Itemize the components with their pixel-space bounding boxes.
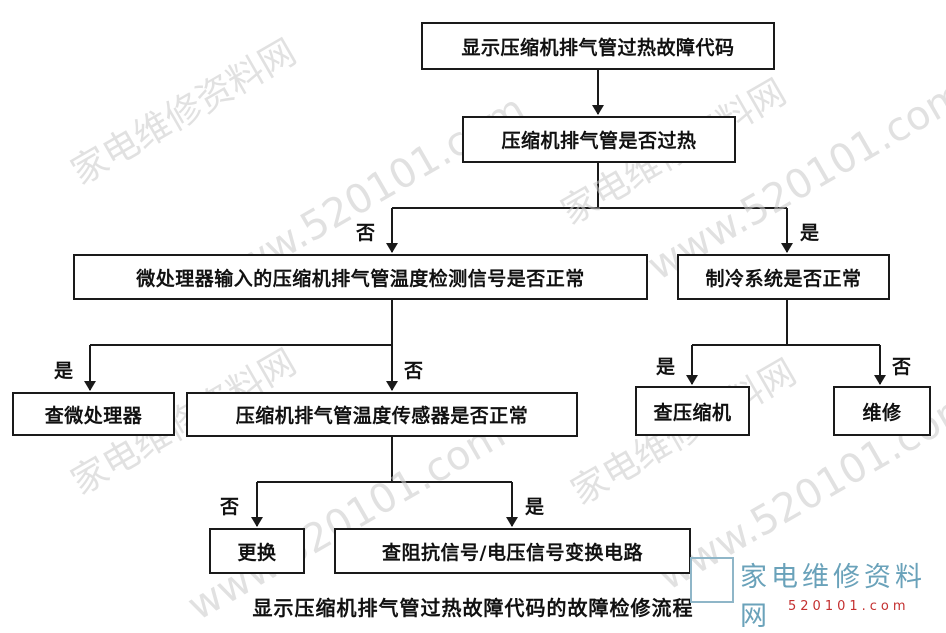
label-n4-n8: 否 (892, 356, 912, 378)
logo-mark-icon (690, 557, 734, 603)
label-n2-n4: 是 (800, 222, 820, 244)
label-n3-n5: 是 (54, 360, 74, 382)
figure-caption: 显示压缩机排气管过热故障代码的故障检修流程 (252, 596, 694, 620)
node-pipe-overheat: 压缩机排气管是否过热 (462, 116, 736, 163)
logo-text: 家电维修资料网 (740, 562, 926, 632)
label-n3-n6: 否 (404, 360, 424, 382)
label-n6-n10: 是 (525, 496, 545, 518)
node-temp-sensor-normal: 压缩机排气管温度传感器是否正常 (186, 392, 578, 437)
node-repair: 维修 (833, 386, 931, 436)
label-n4-n7: 是 (656, 356, 676, 378)
node-refrigeration-normal: 制冷系统是否正常 (677, 254, 890, 300)
logo-url: 520101.com (788, 599, 910, 614)
node-replace: 更换 (209, 528, 305, 574)
node-temp-signal-normal: 微处理器输入的压缩机排气管温度检测信号是否正常 (73, 254, 648, 300)
node-check-compressor: 查压缩机 (635, 386, 750, 436)
site-logo: 家电维修资料网 520101.com (688, 553, 944, 632)
node-check-conversion-circuit: 查阻抗信号/电压信号变换电路 (334, 528, 691, 574)
node-display-fault-code: 显示压缩机排气管过热故障代码 (421, 22, 775, 70)
node-check-microprocessor: 查微处理器 (12, 392, 175, 436)
label-n6-n9: 否 (220, 496, 240, 518)
label-n2-n3: 否 (356, 222, 376, 244)
